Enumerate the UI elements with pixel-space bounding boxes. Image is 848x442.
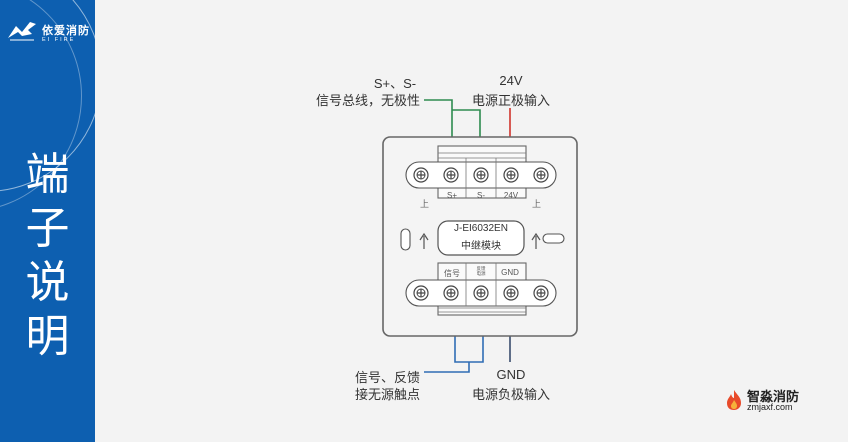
section-title-char: 端 (25, 150, 70, 199)
sidebar: 依爱消防 EI FIRE 端 子 说 明 (0, 0, 95, 442)
module-name: 中继模块 (461, 241, 501, 252)
logo-bird-icon (8, 22, 36, 41)
orientation-up-mark: 上 (532, 199, 542, 209)
brand-logo: 依爱消防 EI FIRE (6, 14, 94, 50)
mounting-slot-left (400, 228, 411, 251)
module-model-number: J-EI6032EN (454, 223, 508, 234)
logo-name-cn: 依爱消防 (42, 25, 90, 37)
screw-icon (473, 285, 489, 301)
mounting-slot-right (542, 233, 565, 244)
arrow-up-icon (419, 232, 429, 249)
signal-terminal-label: 信号、反馈 (355, 370, 421, 385)
screw-icon (533, 285, 549, 301)
logo-name-en: EI FIRE (42, 37, 76, 43)
screw-icon (503, 167, 519, 183)
terminal-signal-label: 信号 (444, 269, 460, 278)
orientation-up-mark: 上 (420, 199, 430, 209)
signal-wire (454, 336, 484, 363)
signal-description-label: 接无源触点 (355, 387, 421, 402)
flame-logo-icon (727, 390, 741, 410)
bus-wire (424, 99, 453, 137)
gnd-terminal-label: GND (496, 367, 526, 382)
watermark-name: 智淼消防 (747, 389, 800, 404)
screw-icon (503, 285, 519, 301)
terminal-s-plus-label: S+ (446, 191, 457, 200)
bus-description-label: 信号总线，无极性 (316, 93, 421, 108)
screw-icon (443, 285, 459, 301)
section-title-char: 说 (25, 258, 70, 307)
signal-wire (424, 362, 470, 373)
section-title: 端 子 说 明 (0, 148, 95, 364)
terminal-24v-label: 24V (503, 191, 519, 200)
watermark: 智淼消防 zmjaxf.com (721, 384, 821, 418)
screw-icon (413, 285, 429, 301)
watermark-url: zmjaxf.com (747, 402, 793, 412)
bus-wire (452, 109, 481, 137)
terminal-feedback-power-label: 反馈 电源 (476, 266, 486, 276)
model-label-box (437, 220, 525, 256)
screw-icon (533, 167, 549, 183)
arrow-up-icon (531, 232, 541, 249)
gnd-description-label: 电源负极输入 (472, 387, 551, 402)
screw-icon (473, 167, 489, 183)
terminal-s-minus-label: S- (477, 191, 485, 200)
bus-terminal-label: S+、S- (373, 76, 417, 91)
terminal-gnd-label: GND (501, 268, 519, 277)
screw-icon (443, 167, 459, 183)
section-title-char: 子 (25, 204, 70, 253)
power-positive-description-label: 电源正极输入 (472, 93, 551, 108)
screw-icon (413, 167, 429, 183)
power-positive-terminal-label: 24V (499, 73, 523, 88)
section-title-char: 明 (25, 312, 70, 361)
